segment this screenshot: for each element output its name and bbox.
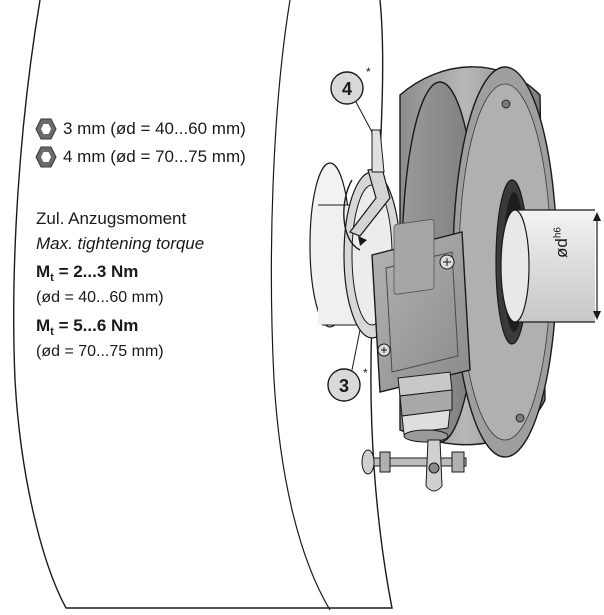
torque-row-1-range: (ød = 40...60 mm) <box>36 289 164 306</box>
diameter-dimension <box>593 212 601 320</box>
shaft-front <box>500 209 595 323</box>
torque-row-1-value: Mt = 2...3 Nm <box>36 262 138 284</box>
connector-box <box>371 218 471 393</box>
callout-4-marker: * <box>366 65 371 79</box>
torque-value-1: = 2...3 Nm <box>53 262 139 281</box>
torque-symbol: M <box>36 316 51 335</box>
torque-symbol-subscript: t <box>50 326 54 338</box>
torque-row-2-value: Mt = 5...6 Nm <box>36 316 138 338</box>
callout-3: 3 * <box>327 329 368 402</box>
hex-nut-icon <box>35 146 57 168</box>
callout-4-number: 4 <box>342 79 352 99</box>
hex-key-row-2: 4 mm (ød = 70...75 mm) <box>35 146 246 168</box>
shaft-diameter-label: ødh6 <box>552 227 572 258</box>
cable-gland <box>397 371 453 443</box>
callout-4: 4 * <box>330 65 373 133</box>
hex-key-tool <box>349 129 391 237</box>
shaft-diameter-tolerance: h6 <box>552 227 564 239</box>
torque-symbol: M <box>36 262 51 281</box>
torque-title-en: Max. tightening torque <box>36 234 205 253</box>
torque-support-bolt <box>361 439 467 492</box>
torque-row-2-range: (ød = 70...75 mm) <box>36 343 164 360</box>
hex-nut-icon <box>35 118 57 140</box>
torque-symbol-subscript: t <box>50 272 54 284</box>
torque-title-de: Zul. Anzugsmoment <box>36 209 187 228</box>
hex-key-row-1: 3 mm (ød = 40...60 mm) <box>35 118 246 140</box>
torque-value-2: = 5...6 Nm <box>53 316 139 335</box>
hex-key-size-2: 4 mm (ød = 70...75 mm) <box>63 147 246 166</box>
callout-3-number: 3 <box>339 376 349 396</box>
shaft-diameter-main: ød <box>552 238 571 258</box>
hex-key-size-1: 3 mm (ød = 40...60 mm) <box>63 119 246 138</box>
callout-3-marker: * <box>363 366 368 380</box>
